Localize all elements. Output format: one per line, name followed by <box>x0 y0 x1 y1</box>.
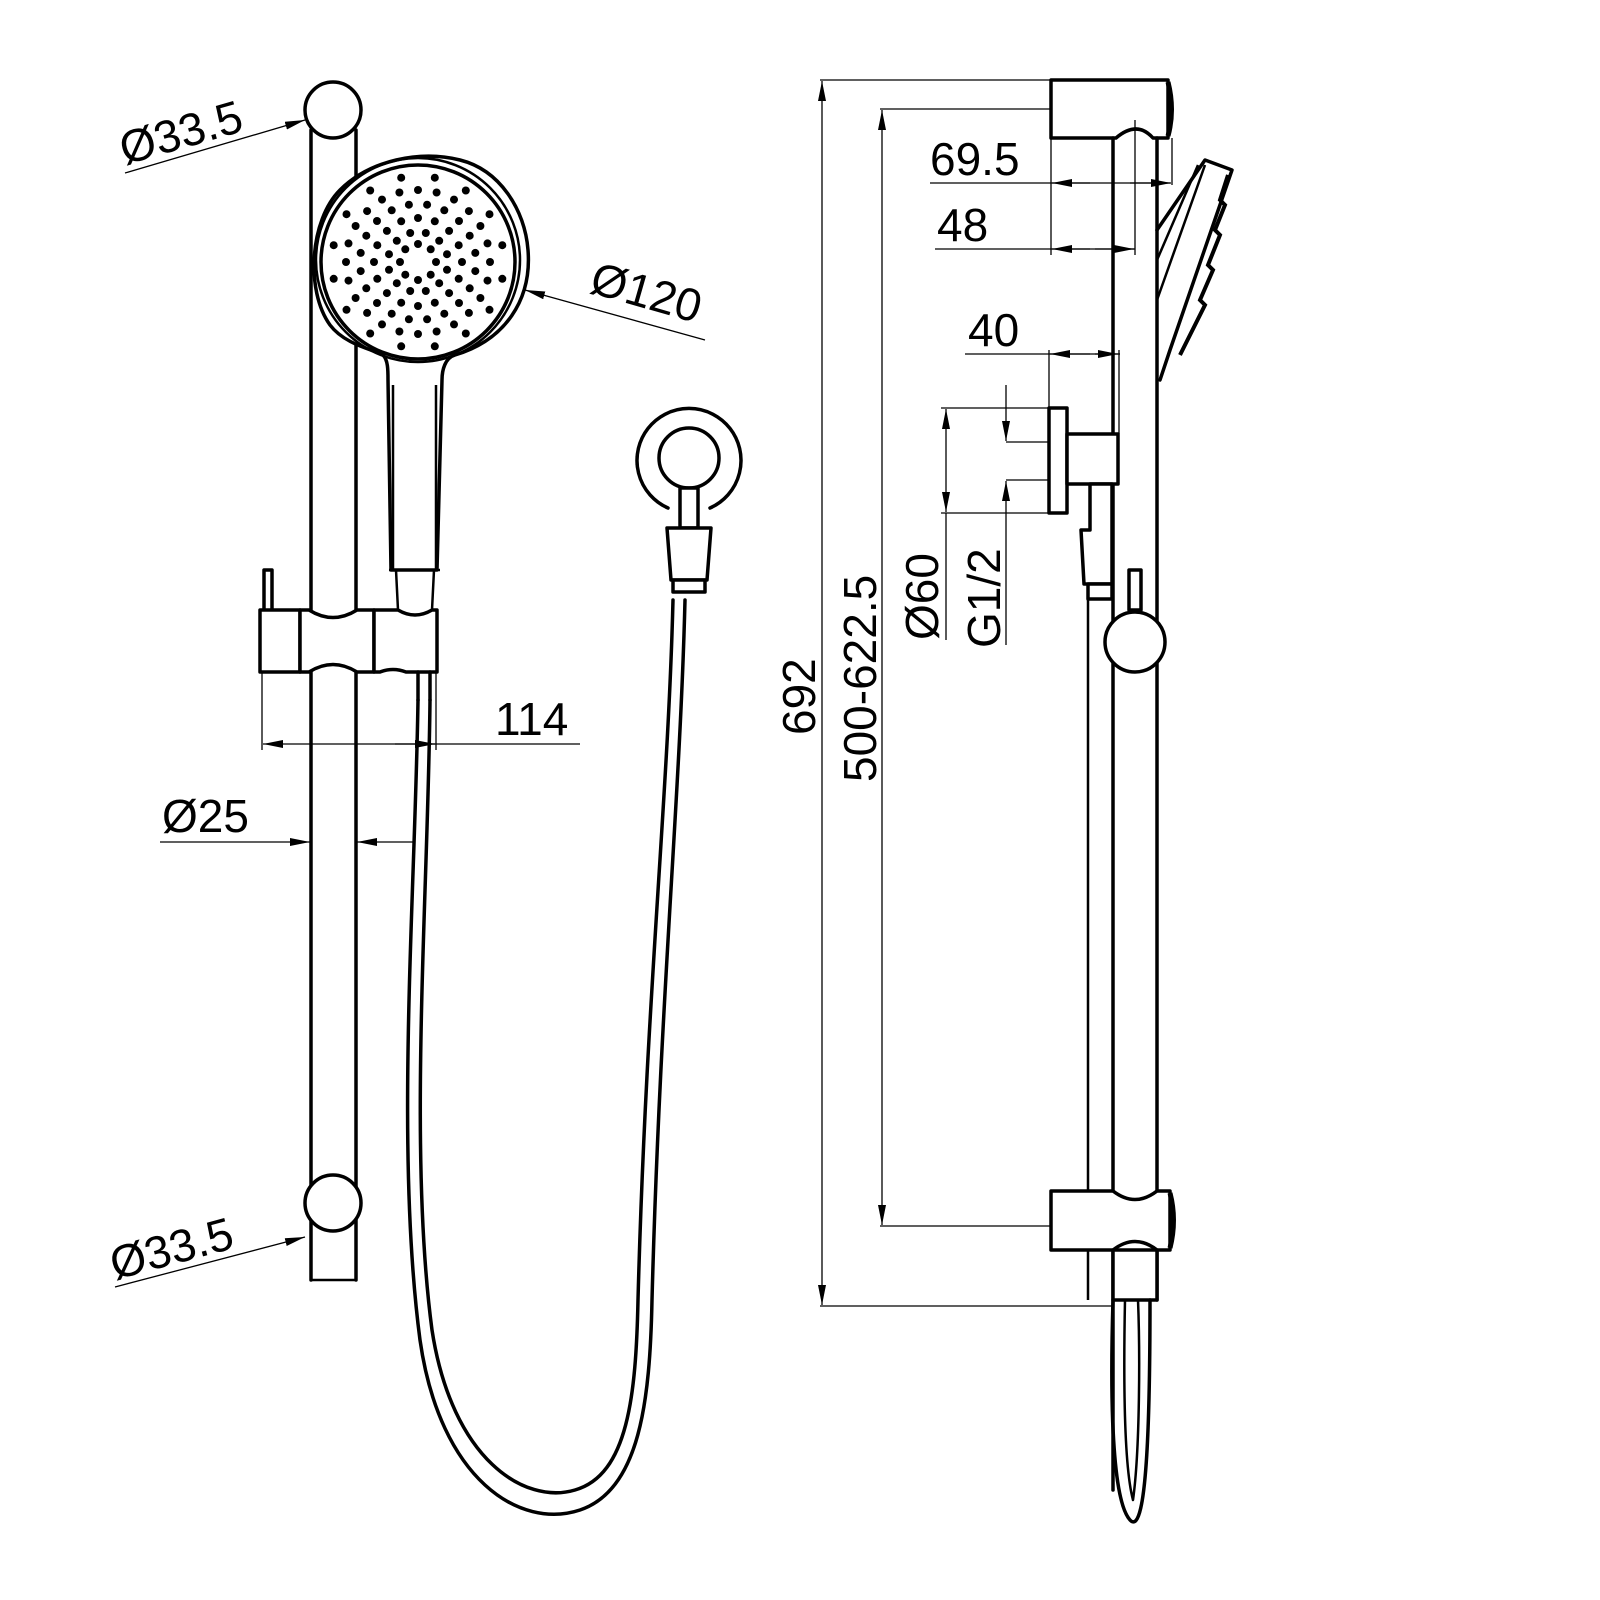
dim-rail-diameter: Ø25 <box>160 790 415 846</box>
svg-text:500-622.5: 500-622.5 <box>834 575 886 782</box>
svg-text:Ø60: Ø60 <box>896 553 948 640</box>
front-view: Ø33.5 Ø120 114 Ø25 Ø33.5 <box>104 80 743 1516</box>
side-view: 69.5 48 40 Ø60 <box>773 78 1234 1524</box>
side-handshower <box>1155 158 1234 580</box>
top-bracket <box>303 80 363 140</box>
dim-top-bracket-projection: 69.5 <box>930 133 1173 255</box>
dim-bracket-centres: 500-622.5 <box>834 108 1051 1227</box>
svg-text:Ø120: Ø120 <box>585 252 708 333</box>
dim-bottom-bracket-diameter: Ø33.5 <box>104 1207 306 1290</box>
slider <box>258 568 439 702</box>
svg-text:Ø33.5: Ø33.5 <box>113 90 248 175</box>
handshower <box>312 154 531 611</box>
dim-slider-width: 114 <box>261 672 580 750</box>
svg-text:Ø33.5: Ø33.5 <box>104 1207 239 1290</box>
svg-text:48: 48 <box>937 199 988 251</box>
bottom-bracket <box>303 1173 363 1233</box>
side-top-bracket <box>1049 78 1174 140</box>
dim-outlet-flange-diameter: Ø60 <box>896 407 1049 640</box>
side-slider-knob <box>1103 568 1167 674</box>
svg-text:114: 114 <box>495 693 568 745</box>
side-bottom-bracket <box>1049 1189 1176 1302</box>
spray-nozzles <box>329 173 507 351</box>
shower-hose <box>405 598 687 1516</box>
svg-text:40: 40 <box>968 304 1019 356</box>
svg-text:692: 692 <box>773 658 825 735</box>
dim-outlet-thread: G1/2 <box>958 385 1049 648</box>
side-wall-outlet <box>1047 406 1120 1300</box>
svg-text:Ø25: Ø25 <box>162 790 249 842</box>
dim-outlet-projection: 40 <box>965 304 1120 434</box>
svg-text:69.5: 69.5 <box>930 133 1020 185</box>
dim-handshower-diameter: Ø120 <box>524 252 708 341</box>
dim-top-bracket-diameter: Ø33.5 <box>113 90 306 175</box>
side-hose <box>1110 1298 1152 1524</box>
svg-text:G1/2: G1/2 <box>958 548 1010 648</box>
wall-outlet <box>635 406 743 594</box>
dim-overall-height: 692 <box>773 79 1113 1307</box>
dim-rail-offset: 48 <box>935 120 1136 255</box>
